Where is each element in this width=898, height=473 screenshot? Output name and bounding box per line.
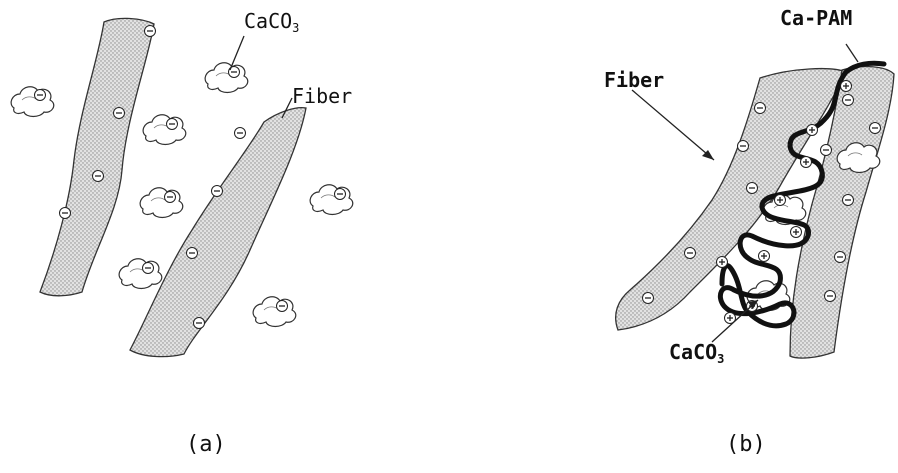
negative-charge-icon [755,103,766,114]
capam-leader-line [846,44,858,62]
caco3-particle-icon [140,188,183,218]
positive-charge-icon [807,125,818,136]
caco3-label-b: CaCO3 [669,342,724,365]
caco3-label-a: CaCO3 [244,11,299,34]
caco3-label-text: CaCO [669,340,717,364]
positive-charge-icon [759,251,770,262]
caco3-particle-icon [205,63,248,93]
panel-a [11,18,353,356]
negative-charge-icon [194,318,205,329]
negative-charge-icon [145,26,156,37]
positive-charge-icon [717,257,728,268]
caco3-particle-icon [119,259,162,289]
caco3-particle-icon [253,297,296,327]
fiber-label-a: Fiber [292,86,352,106]
caco3-label-subscript: 3 [717,352,724,366]
caption-a: (a) [186,434,226,456]
negative-charge-icon [821,145,832,156]
caco3-particle-icon [11,87,54,117]
caco3-label-subscript: 3 [292,21,299,35]
negative-charge-icon [835,252,846,263]
caco3-label-text: CaCO [244,9,292,33]
negative-charge-icon [747,183,758,194]
positive-charge-icon [791,227,802,238]
fiber-left-a [40,18,154,295]
caco3-particle-icon [310,185,353,215]
negative-charge-icon [825,291,836,302]
negative-charge-icon [212,186,223,197]
negative-charge-icon [235,128,246,139]
capam-label: Ca-PAM [780,8,852,28]
negative-charge-icon [870,123,881,134]
fiber-leader-arrow [632,90,714,160]
fiber-label-b: Fiber [604,70,664,90]
negative-charge-icon [643,293,654,304]
positive-charge-icon [775,195,786,206]
negative-charge-icon [114,108,125,119]
caption-b: (b) [726,434,766,456]
positive-charge-icon [801,157,812,168]
negative-charge-icon [843,95,854,106]
caco3-particle-icon [143,115,186,145]
positive-charge-icon [841,81,852,92]
negative-charge-icon [685,248,696,259]
negative-charge-icon [60,208,71,219]
negative-charge-icon [843,195,854,206]
negative-charge-icon [187,248,198,259]
negative-charge-icon [93,171,104,182]
negative-charge-icon [738,141,749,152]
